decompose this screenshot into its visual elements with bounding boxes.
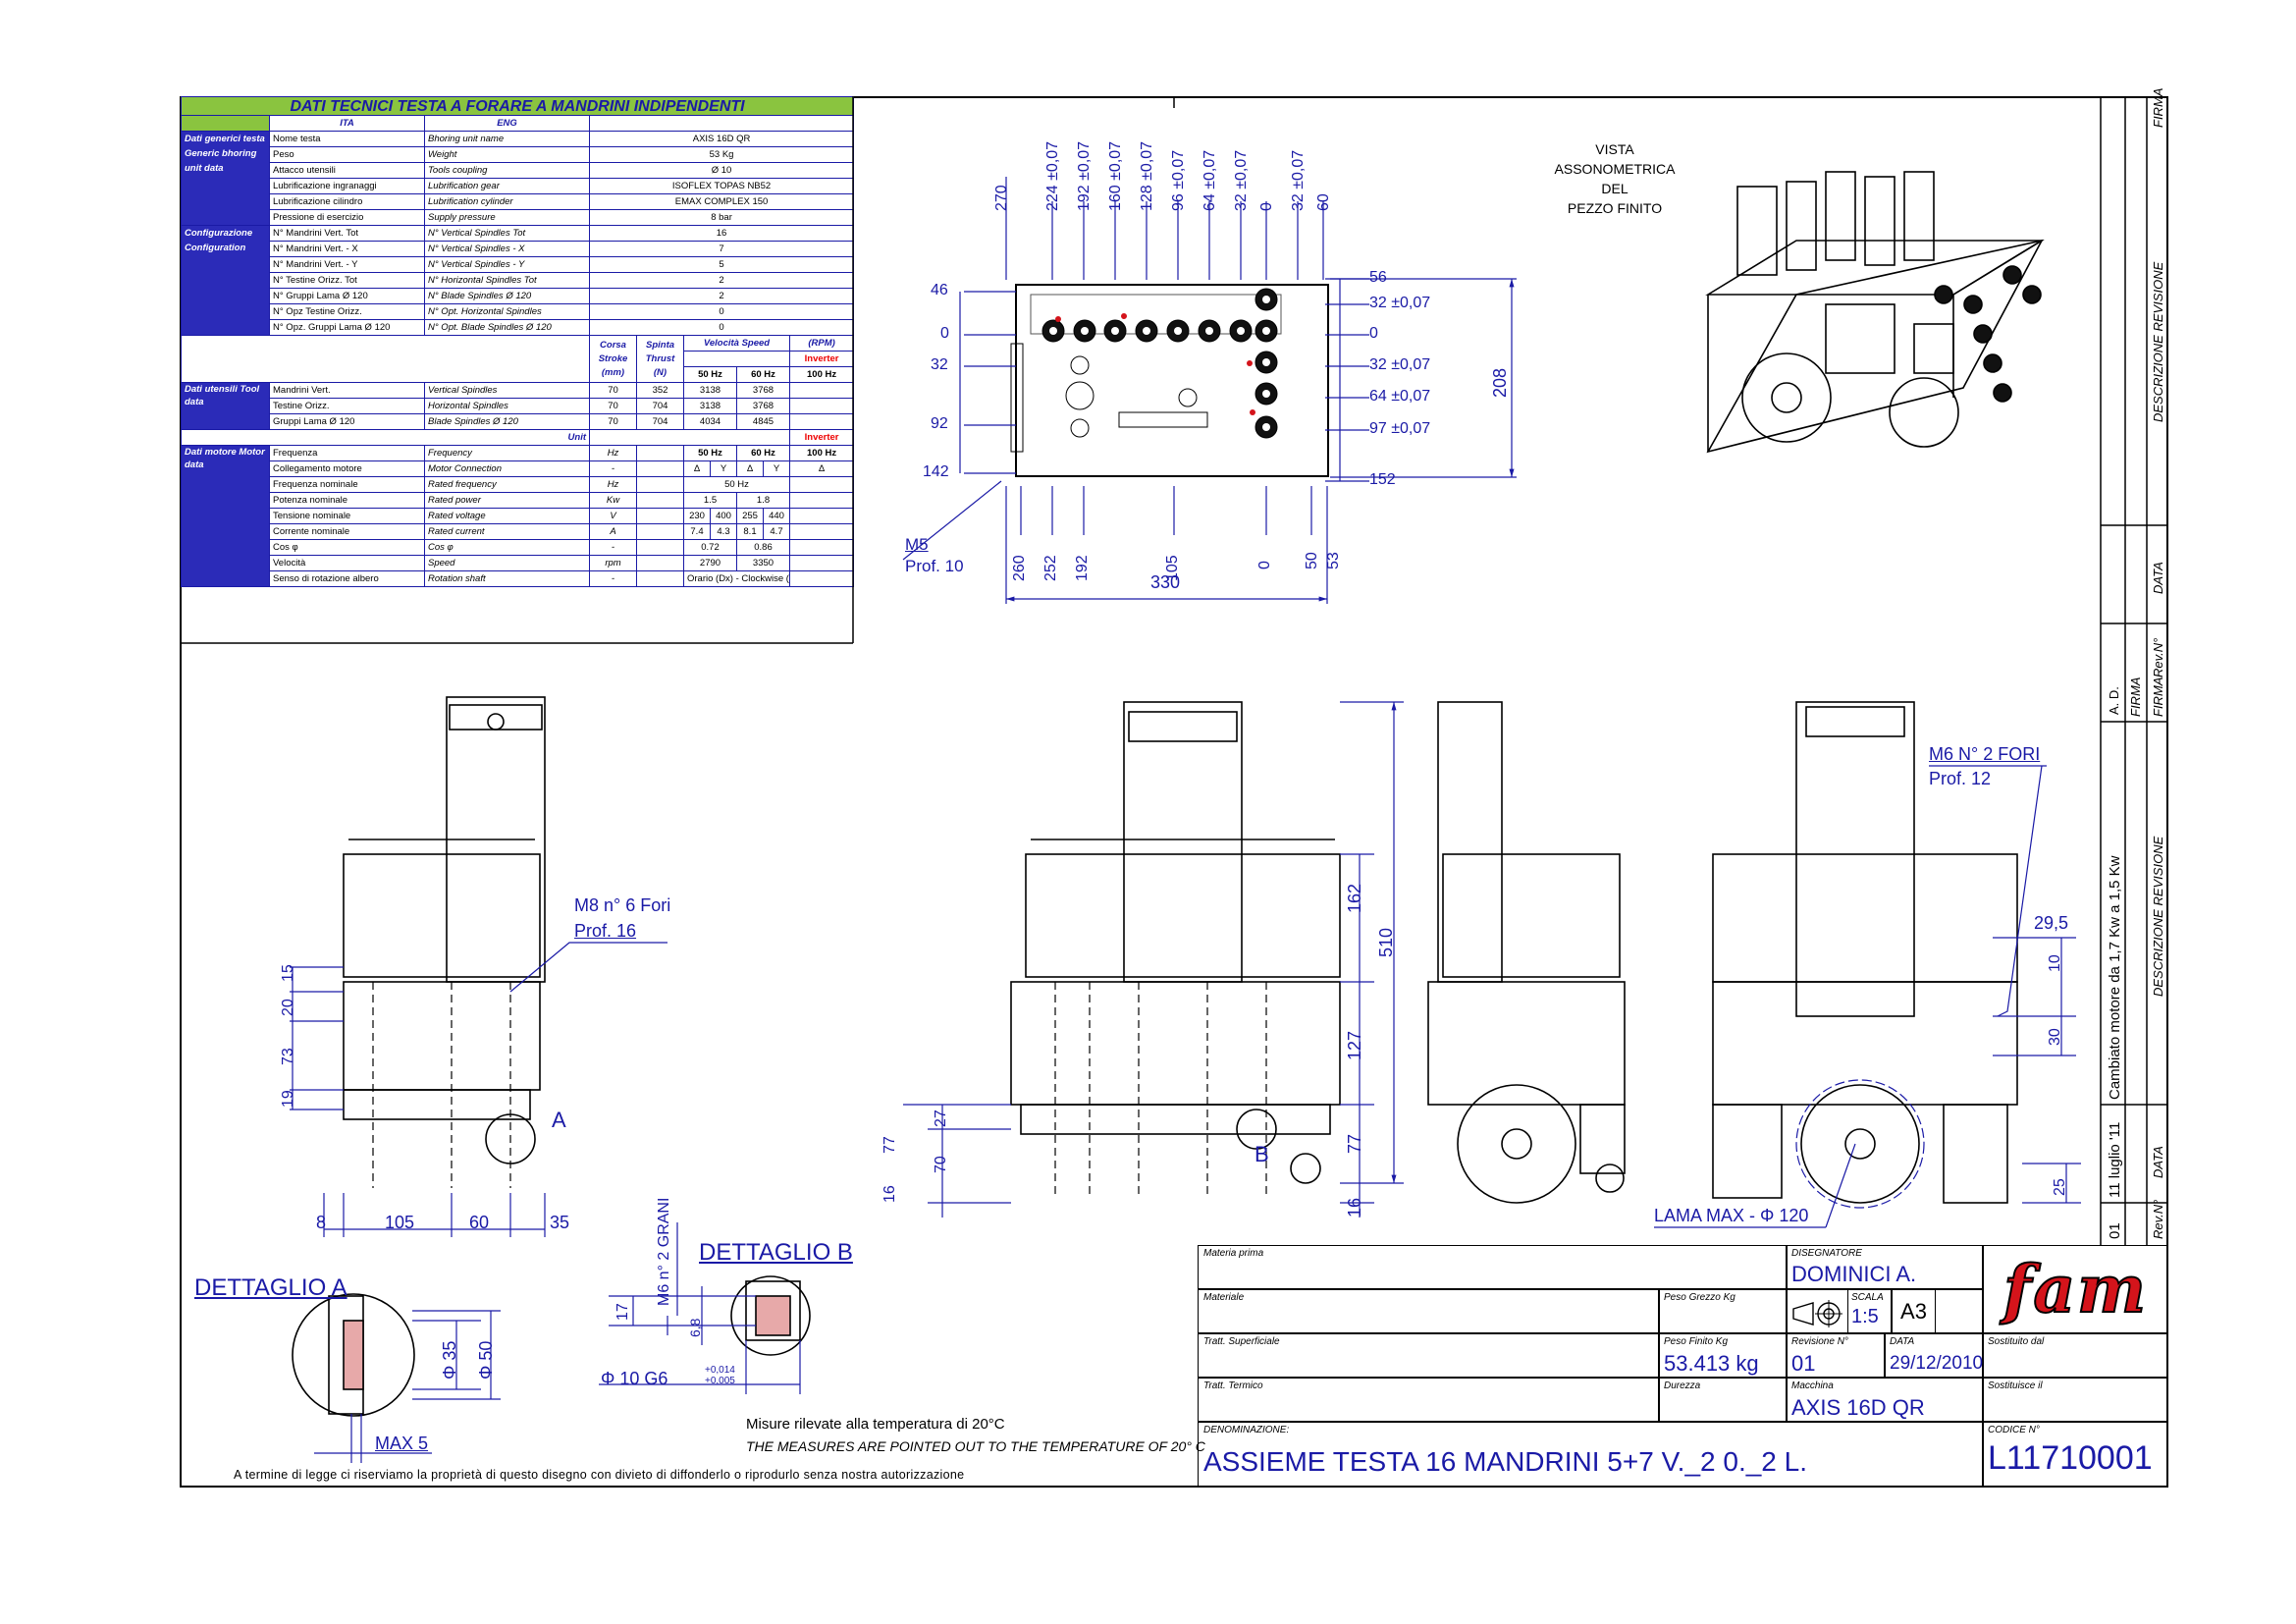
far-right-view bbox=[1654, 701, 2081, 1228]
thrust-header: Spinta Thrust (N) bbox=[636, 335, 684, 383]
top-view bbox=[902, 177, 1517, 604]
spec-table: DATI TECNICI TESTA A FORARE A MANDRINI I… bbox=[180, 96, 855, 587]
drawing-code: L11710001 bbox=[1988, 1439, 2153, 1477]
group-config: Configurazione Configuration bbox=[181, 225, 270, 336]
iso-view bbox=[1705, 171, 2045, 454]
spec-table-title: DATI TECNICI TESTA A FORARE A MANDRINI I… bbox=[180, 96, 855, 116]
denominazione: ASSIEME TESTA 16 MANDRINI 5+7 V._2 0._2 … bbox=[1203, 1446, 1808, 1477]
group-generic: Dati generici testa Generic bhoring unit… bbox=[181, 131, 270, 226]
detail-b bbox=[599, 1222, 811, 1394]
group-tool: Dati utensili Tool data bbox=[181, 382, 270, 430]
group-motor: Dati motore Motor data bbox=[181, 445, 270, 587]
stroke-header: Corsa Stroke (mm) bbox=[589, 335, 637, 383]
detail-a bbox=[292, 1293, 501, 1463]
front-view bbox=[903, 701, 1404, 1218]
side-view bbox=[290, 696, 667, 1237]
projection-symbol-icon bbox=[1791, 1299, 1842, 1328]
title-block: Materia prima Materiale Tratt. Superfici… bbox=[1198, 1245, 2168, 1488]
fam-logo: fam bbox=[2002, 1250, 2148, 1328]
right-view bbox=[1427, 701, 1626, 1204]
